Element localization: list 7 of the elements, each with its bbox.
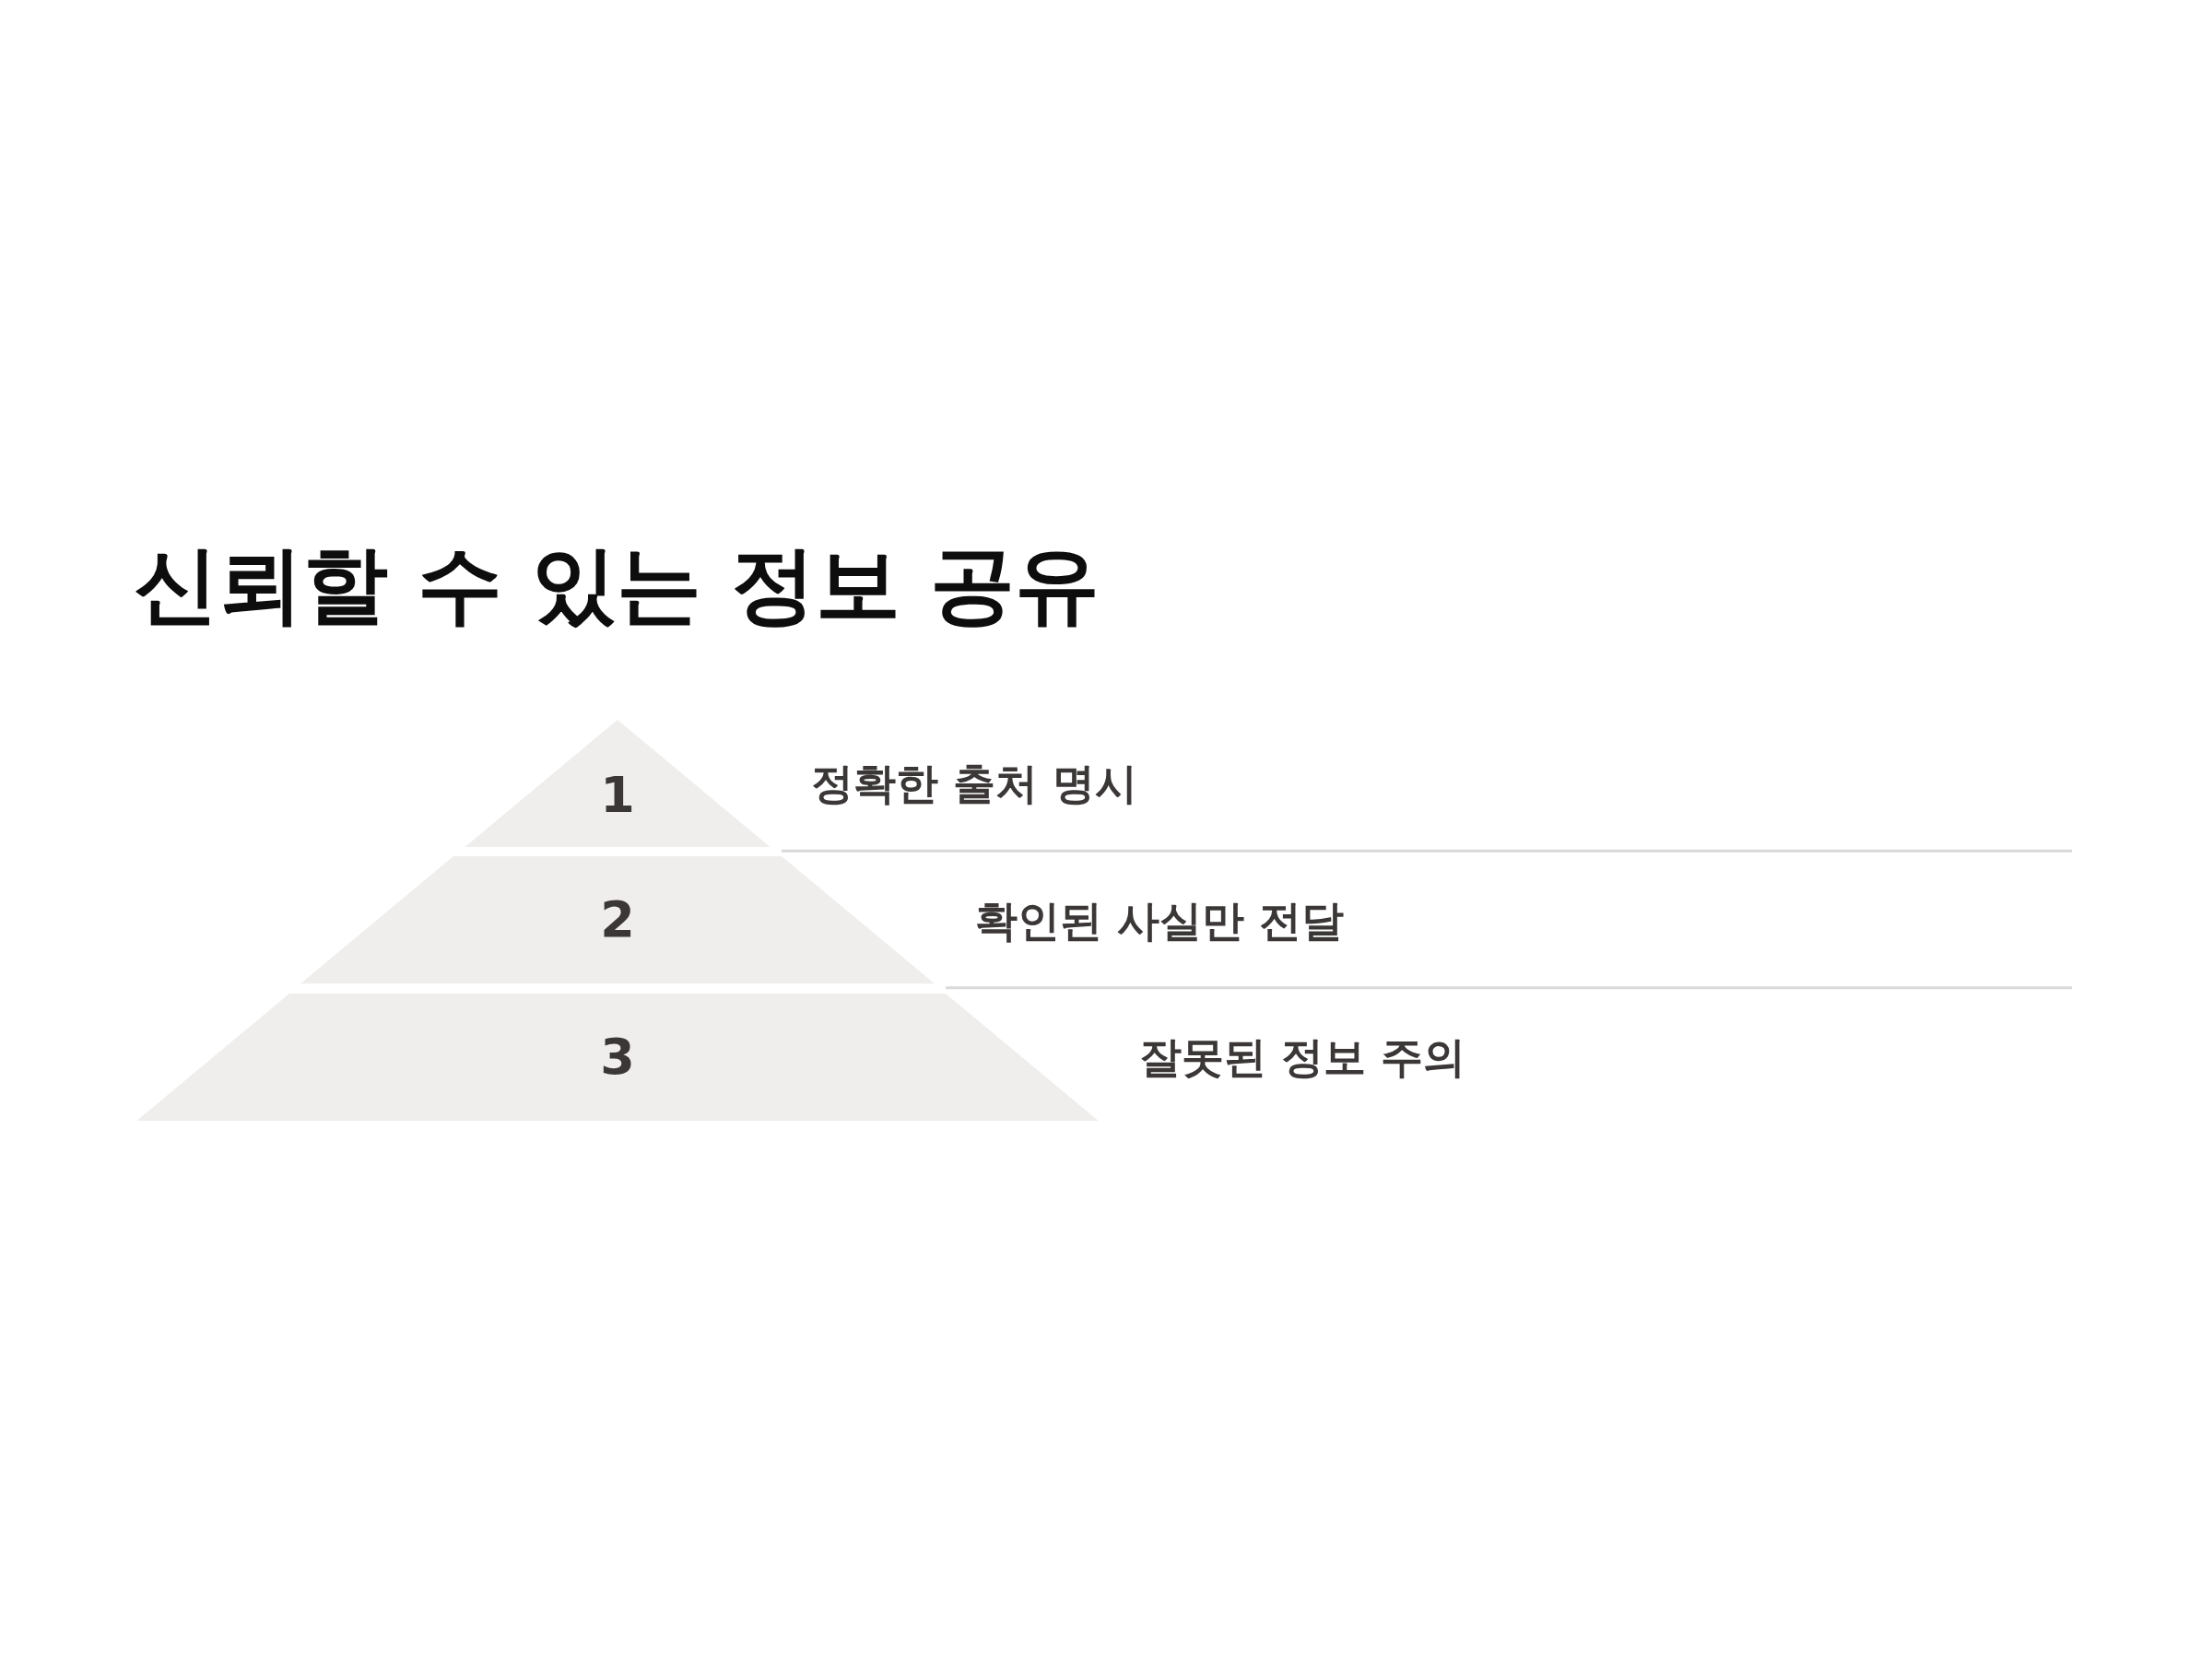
layer-number: 1 <box>600 771 635 821</box>
layer-description: 잘못된 정보 주의 <box>1139 1032 1466 1082</box>
layer-description: 확인된 사실만 전달 <box>975 896 1345 945</box>
title: 신뢰할 수 있는 정보 공유 <box>134 535 1100 636</box>
layer-number: 2 <box>600 895 635 946</box>
layer-description: 정확한 출처 명시 <box>811 759 1138 808</box>
layer-number: 3 <box>600 1031 635 1082</box>
